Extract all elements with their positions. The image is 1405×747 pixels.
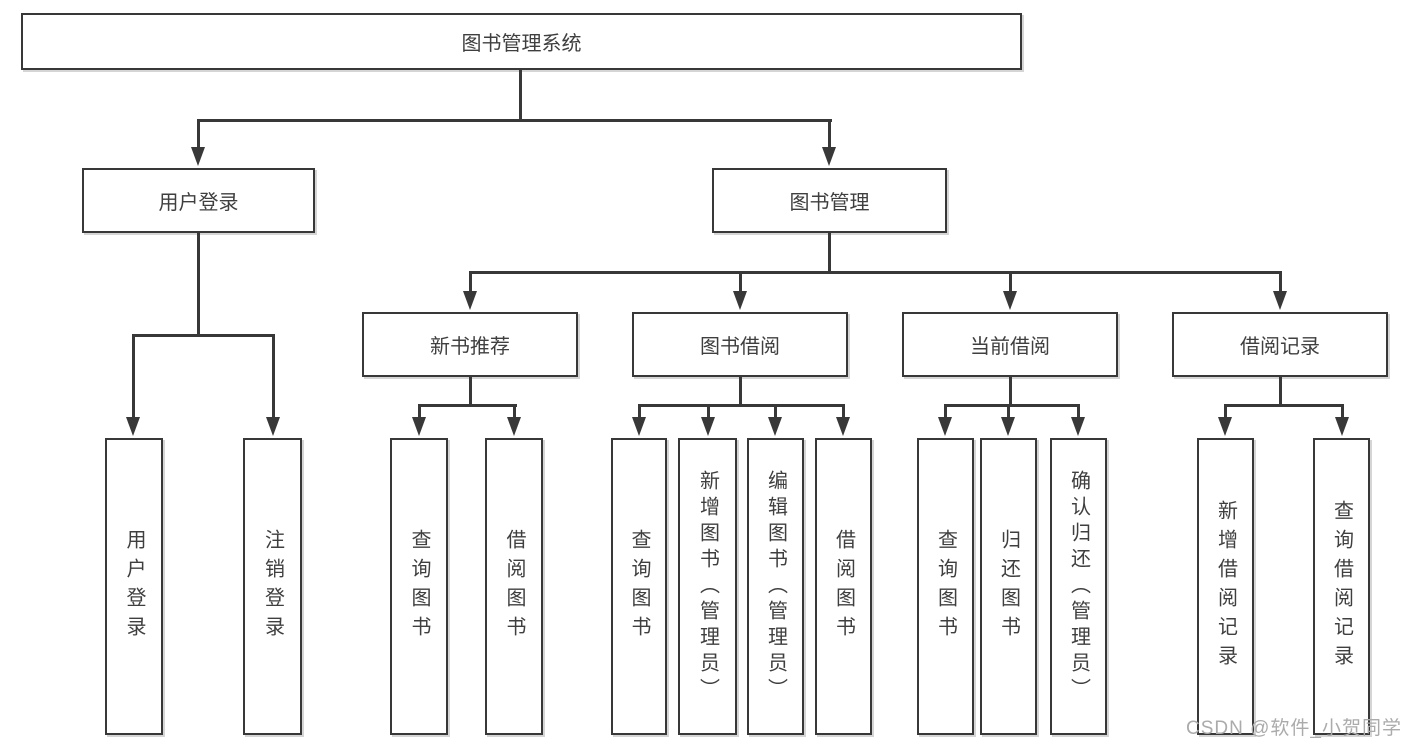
connector-line [739,271,742,293]
connector-line [469,271,1282,274]
connector-line [828,233,831,274]
arrowhead-down-icon [1335,417,1349,436]
leaf-query-books-current: 查询图书 [917,438,974,735]
leaf-edit-books-admin: 编辑图书（管理员） [747,438,804,735]
arrowhead-down-icon [266,417,280,436]
arrowhead-down-icon [191,147,205,166]
connector-line [469,271,472,293]
node-borrowing-records: 借阅记录 [1172,312,1388,377]
connector-line [197,119,200,149]
leaf-add-borrow-record: 新增借阅记录 [1197,438,1254,735]
node-book-management: 图书管理 [712,168,947,233]
node-new-book-recommendation: 新书推荐 [362,312,578,377]
leaf-user-login: 用户登录 [105,438,163,735]
arrowhead-down-icon [412,417,426,436]
arrowhead-down-icon [1003,291,1017,310]
connector-line [1279,377,1282,407]
connector-line [469,377,472,407]
node-book-borrowing: 图书借阅 [632,312,848,377]
arrowhead-down-icon [768,417,782,436]
arrowhead-down-icon [1071,417,1085,436]
connector-line [272,334,275,419]
connector-line [418,404,421,419]
arrowhead-down-icon [126,417,140,436]
connector-line [638,404,641,419]
leaf-borrow-books-recommend: 借阅图书 [485,438,543,735]
leaf-add-books-admin: 新增图书（管理员） [678,438,737,735]
leaf-query-books-borrowing: 查询图书 [611,438,667,735]
arrowhead-down-icon [632,417,646,436]
connector-line [739,377,742,407]
connector-line [132,334,135,419]
connector-line [842,404,845,419]
arrowhead-down-icon [938,417,952,436]
connector-line [197,233,200,337]
connector-line [944,404,947,419]
leaf-query-borrow-record: 查询借阅记录 [1313,438,1370,735]
connector-line [1009,377,1012,407]
arrowhead-down-icon [836,417,850,436]
connector-line [1224,404,1227,419]
arrowhead-down-icon [822,147,836,166]
connector-line [1224,404,1344,407]
arrowhead-down-icon [701,417,715,436]
connector-line [1279,271,1282,293]
node-user-login: 用户登录 [82,168,315,233]
connector-line [774,404,777,419]
node-current-borrowing: 当前借阅 [902,312,1118,377]
connector-line [132,334,275,337]
arrowhead-down-icon [733,291,747,310]
arrowhead-down-icon [1001,417,1015,436]
node-library-management-system: 图书管理系统 [21,13,1022,70]
connector-line [944,404,1080,407]
connector-line [1341,404,1344,419]
arrowhead-down-icon [1218,417,1232,436]
connector-line [707,404,710,419]
connector-line [197,119,832,122]
leaf-query-books-recommend: 查询图书 [390,438,448,735]
connector-line [519,70,522,121]
leaf-return-books: 归还图书 [980,438,1037,735]
connector-line [1077,404,1080,419]
connector-line [418,404,517,407]
connector-line [828,119,831,149]
leaf-borrow-books: 借阅图书 [815,438,872,735]
arrowhead-down-icon [507,417,521,436]
arrowhead-down-icon [463,291,477,310]
arrowhead-down-icon [1273,291,1287,310]
leaf-confirm-return-admin: 确认归还（管理员） [1050,438,1107,735]
leaf-logout: 注销登录 [243,438,302,735]
connector-line [513,404,516,419]
connector-line [638,404,845,407]
connector-line [1009,271,1012,293]
watermark-text: CSDN @软件_小贺同学 [1186,718,1402,739]
connector-line [1007,404,1010,419]
